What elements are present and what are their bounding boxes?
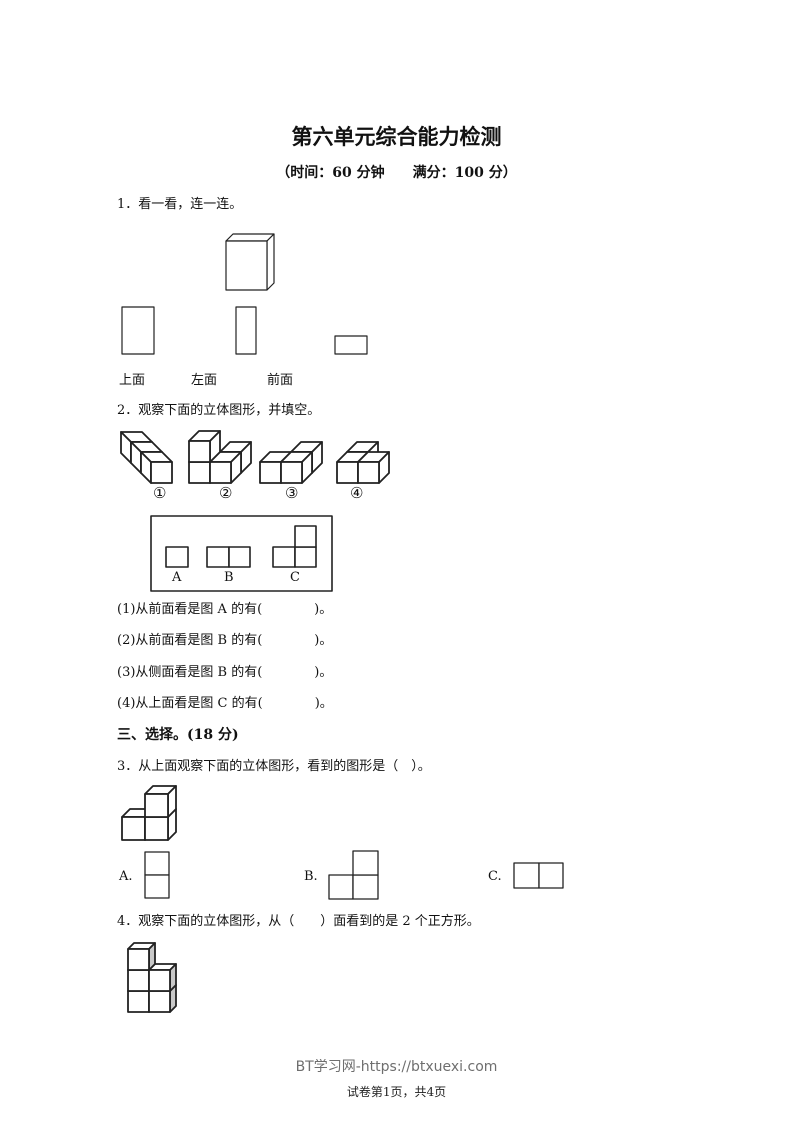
views-frame	[150, 515, 333, 592]
q2-solid-2	[188, 430, 252, 484]
section-3-heading: 三、选择。(18 分)	[117, 727, 239, 743]
q3-option-a-figure	[144, 851, 170, 899]
q2-view-label-c: C	[290, 570, 300, 585]
page-number: 试卷第1页，共4页	[346, 1085, 447, 1099]
q4-solid	[127, 942, 177, 1013]
q1-rect-front	[334, 335, 368, 355]
q2-figure-label-3: ③	[285, 484, 299, 502]
q2-blank-3: (3)从侧面看是图 B 的有( )。	[117, 665, 333, 680]
square	[294, 546, 317, 568]
square	[206, 546, 230, 568]
q2-blank-4: (4)从上面看是图 C 的有( )。	[117, 696, 333, 711]
square	[228, 546, 251, 568]
exam-subtitle: （时间：60 分钟 满分：100 分）	[276, 165, 517, 181]
view-b	[206, 546, 251, 568]
q2-solid-3	[259, 441, 323, 484]
q2-figure-label-2: ②	[219, 484, 233, 502]
q3-option-c-figure	[513, 862, 564, 889]
q1-label-top: 上面	[119, 373, 146, 388]
q3-option-a: A.	[119, 869, 133, 884]
square	[165, 546, 189, 568]
page-title: 第六单元综合能力检测	[291, 124, 502, 149]
rectangle	[334, 335, 368, 355]
q2-figure-label-1: ①	[153, 484, 167, 502]
q1-cuboid	[225, 233, 275, 291]
q1-rect-top	[121, 306, 155, 355]
q3-option-b: B.	[304, 869, 318, 884]
q2-view-label-b: B	[224, 570, 234, 585]
q2-blank-1: (1)从前面看是图 A 的有( )。	[117, 602, 333, 617]
square	[144, 874, 170, 899]
q2-prompt: 2．观察下面的立体图形，并填空。	[117, 403, 321, 418]
q1-prompt: 1．看一看，连一连。	[117, 197, 243, 212]
q2-views-box	[150, 515, 333, 592]
q2-figure-label-4: ④	[350, 484, 364, 502]
q3-solid	[121, 785, 177, 841]
square	[538, 862, 564, 889]
q1-rect-left	[235, 306, 257, 355]
q3-option-c: C.	[488, 869, 502, 884]
q3-prompt: 3．从上面观察下面的立体图形，看到的图形是（ ）。	[117, 759, 431, 774]
square	[352, 874, 379, 900]
rectangle	[235, 306, 257, 355]
q2-solid-4	[336, 441, 390, 484]
square	[144, 851, 170, 876]
q3-option-b-figure	[328, 850, 379, 900]
q1-label-left: 左面	[191, 373, 218, 388]
view-a	[165, 546, 189, 568]
watermark: BT学习网-https://btxuexi.com	[295, 1059, 498, 1075]
square	[294, 525, 317, 548]
q1-label-front: 前面	[267, 373, 294, 388]
q2-blank-2: (2)从前面看是图 B 的有( )。	[117, 633, 333, 648]
q2-view-label-a: A	[172, 570, 182, 585]
square	[328, 874, 354, 900]
view-c	[272, 525, 317, 568]
rectangle	[121, 306, 155, 355]
q2-solid-1	[120, 431, 173, 484]
square	[513, 862, 540, 889]
square	[352, 850, 379, 876]
square	[272, 546, 296, 568]
q4-prompt: 4．观察下面的立体图形，从（ ）面看到的是 2 个正方形。	[117, 914, 480, 929]
